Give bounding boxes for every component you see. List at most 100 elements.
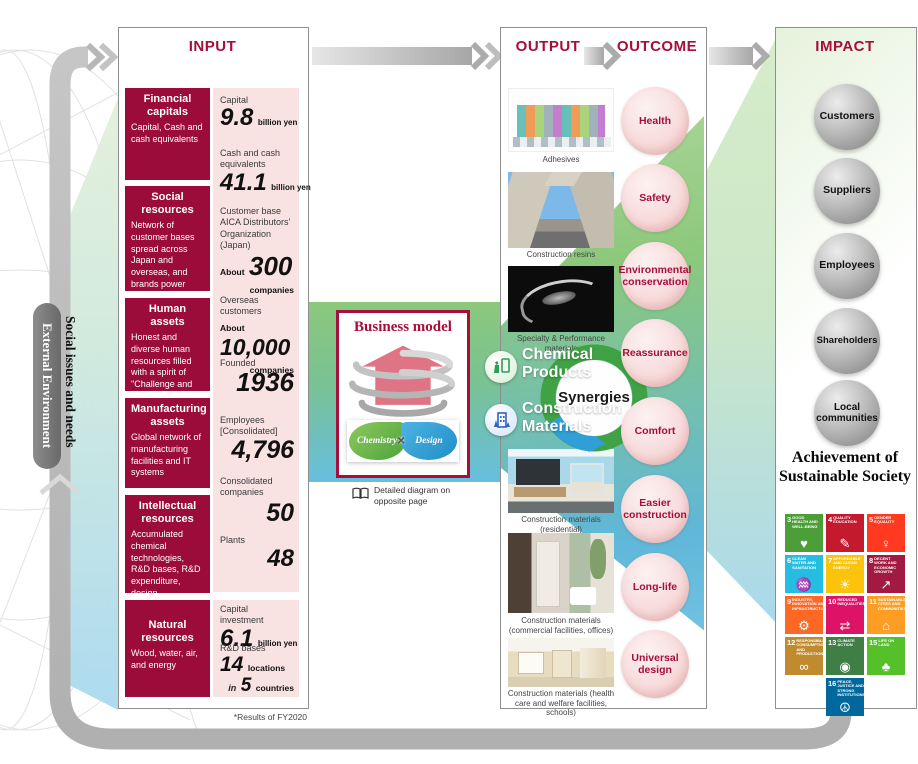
outcome-environmental-conservation: Environmental conservation (619, 242, 691, 310)
impact-title: IMPACT (815, 38, 875, 55)
outcome-safety: Safety (621, 164, 689, 232)
stakeholder-customers: Customers (814, 84, 880, 150)
outcome-to-impact-arrowhead (751, 41, 771, 71)
synergies-rings (540, 344, 648, 452)
sdg-3: 3Good health and well-being♥ (785, 514, 823, 552)
asset-title: Natural resources (141, 619, 194, 644)
outcome-universal-design: Universal design (621, 630, 689, 698)
book-icon (352, 487, 369, 499)
stat-unit: billion yen (257, 118, 298, 128)
asset-desc: Network of customer bases spread across … (131, 220, 195, 289)
output-title: OUTPUT (515, 38, 581, 55)
stat-label: R&D bases (220, 643, 266, 653)
asset-title: Social resources (141, 191, 194, 216)
sdg-12: 12Responsible consumption and production… (785, 637, 823, 675)
stat-cash: Cash and cash equivalents 41.1 billion y… (220, 148, 311, 196)
outcome-health: Health (621, 87, 689, 155)
business-model-box: Business model Chemistry Design × (336, 310, 470, 478)
logo-design-label: Design (415, 436, 443, 446)
adhesives-photo (508, 88, 614, 152)
stat-label: Overseas customers (220, 295, 262, 317)
stakeholder-employees: Employees (814, 233, 880, 299)
input-to-output-arrowhead (470, 41, 504, 71)
stat-unit: countries (255, 683, 294, 694)
asset-desc: Honest and diverse human resources fille… (131, 332, 193, 401)
input-stats-panel-2: Capital investment 6.1 billion yen R&D b… (213, 600, 299, 697)
sdg-grid: 3Good health and well-being♥ 4Quality ed… (784, 514, 906, 716)
sdg-13: 13Climate action◉ (826, 637, 864, 675)
stat-plants: Plants 48 (220, 535, 294, 571)
asset-desc: Capital, Cash and cash equivalents (131, 122, 203, 144)
photo-caption: Construction materials (health care and … (507, 689, 615, 718)
stat-label: Founded (220, 358, 256, 368)
stakeholder-suppliers: Suppliers (814, 158, 880, 224)
stat-unit: companies (249, 285, 294, 295)
outcome-comfort: Comfort (621, 397, 689, 465)
stat-value: 5 (240, 675, 252, 697)
asset-financial-capitals: Financial capitals Capital, Cash and cas… (125, 88, 210, 180)
stat-prefix: About (220, 322, 245, 333)
sdg-5: 5Gender equality♀ (867, 514, 905, 552)
external-environment-pill: External Environment (33, 303, 61, 469)
social-issues-label: Social issues and needs (63, 316, 78, 448)
stat-customer-base: Customer base AICA Distributors' Organiz… (220, 206, 294, 298)
stakeholder-local-communities: Local communities (814, 380, 880, 446)
asset-human-assets: Human assets Honest and diverse human re… (125, 298, 210, 401)
stat-label: Consolidated companies (220, 476, 273, 498)
sdg-9: 9Industry, innovation and infrastructure… (785, 596, 823, 634)
asset-natural-resources: Natural resources Wood, water, air, and … (125, 600, 210, 697)
outcome-easier-construction: Easier construction (621, 475, 689, 543)
chemical-products-icon (485, 351, 517, 383)
stakeholder-shareholders: Shareholders (814, 308, 880, 374)
input-to-output-arrow (312, 47, 472, 65)
chemistry-design-logo: Chemistry Design × (347, 420, 459, 462)
stat-value: 41.1 (220, 168, 267, 196)
stat-value: 9.8 (220, 104, 254, 132)
input-stats-panel: Capital 9.8 billion yen Cash and cash eq… (213, 88, 311, 592)
stat-value: 4,796 (231, 435, 294, 464)
chemistry-blob: Chemistry (349, 422, 405, 460)
sdg-4: 4Quality education✎ (826, 514, 864, 552)
stat-capital: Capital 9.8 billion yen (220, 95, 297, 132)
stat-prefix: in (228, 683, 237, 694)
asset-social-resources: Social resources Network of customer bas… (125, 186, 210, 291)
photo-caption: Construction resins (526, 250, 596, 259)
asset-manufacturing-assets: Manufacturing assets Global network of m… (125, 398, 210, 488)
asset-desc: Accumulated chemical technologies, R&D b… (131, 529, 201, 609)
stat-unit: locations (247, 663, 286, 674)
asset-title: Intellectual resources (138, 500, 197, 525)
asset-intellectual-resources: Intellectual resources Accumulated chemi… (125, 495, 210, 609)
stat-value: 6.1 (220, 624, 254, 652)
sdg-16: 16Peace, justice and strong institutions… (826, 678, 864, 716)
stat-value: 48 (267, 545, 294, 573)
stat-value: 10,000 (220, 333, 291, 360)
output-to-outcome-arrow (584, 47, 604, 65)
logo-times: × (397, 432, 406, 448)
business-model-caption: Detailed diagram on opposite page (374, 485, 451, 506)
stat-rnd-bases: R&D bases 14 locations in 5 countries (220, 643, 294, 696)
stat-unit: companies (249, 364, 294, 375)
stat-label: Plants (220, 535, 246, 545)
sdg-7: 7Affordable and clean energy☀ (826, 555, 864, 593)
residential-photo (508, 449, 614, 513)
construction-materials-label: Construction Materials (522, 400, 622, 435)
sdg-15: 15Life on land♣ (867, 637, 905, 675)
input-title: INPUT (188, 38, 237, 55)
stat-label: Customer base AICA Distributors' Organiz… (220, 206, 291, 250)
sdg-8: 8Decent work and economic growth↗ (867, 555, 905, 593)
stat-label: Capital (220, 95, 249, 105)
synergies-label: Synergies (558, 389, 630, 406)
output-to-outcome-arrowhead (602, 41, 622, 71)
asset-title: Manufacturing assets (131, 403, 207, 428)
achievement-label: Achievement of Sustainable Society (779, 449, 912, 486)
spiral-graphic (349, 345, 456, 417)
stat-unit: billion yen (271, 182, 311, 192)
stat-consolidated-companies: Consolidated companies 50 (220, 476, 294, 526)
outcome-long-life: Long-life (621, 553, 689, 621)
asset-desc: Wood, water, air, and energy (131, 648, 198, 670)
stat-value: 300 (249, 251, 293, 281)
stat-prefix: About (220, 267, 245, 277)
logo-chemistry-label: Chemistry (356, 436, 398, 446)
